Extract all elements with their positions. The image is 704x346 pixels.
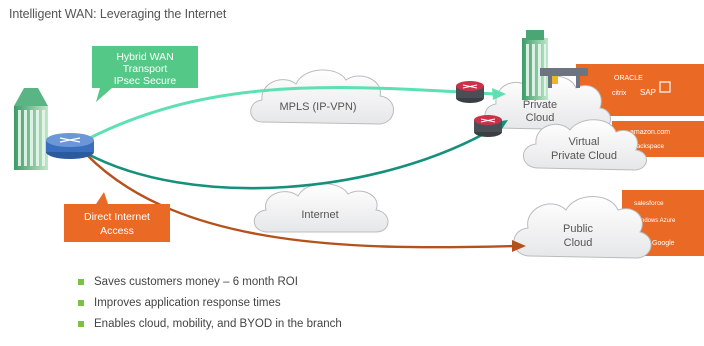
vendor-logo-amazon: amazon.com [630,129,670,136]
virtual-private-cloud-label-line1: Virtual [569,136,600,148]
vendor-logo-azure: Windows Azure [634,218,676,224]
virtual-cloud-router-icon [474,115,502,137]
public-cloud-label-line1: Public [563,223,593,235]
hybrid-wan-callout-line2: Transport [123,63,168,75]
vendor-logo-salesforce: salesforce [634,200,664,207]
virtual-private-cloud-label-line2: Private Cloud [551,150,617,162]
vendor-logo-sap: SAP [640,88,656,97]
vendor-logo-oracle: ORACLE [614,75,643,82]
private-cloud: Private Cloud [484,75,611,131]
windows-icon [659,81,671,93]
data-center-server-icon [540,68,588,88]
diagram-title: Intelligent WAN: Leveraging the Internet [9,7,227,21]
vendor-logo-rackspace: Rackspace [632,143,665,150]
public-cloud-label-line2: Cloud [564,237,593,249]
vendor-logo-citrix: citrix [612,90,627,97]
benefit-item: Saves customers money – 6 month ROI [78,272,342,293]
benefit-text: Improves application response times [94,297,281,309]
direct-internet-callout: Direct Internet Access [64,192,170,242]
mpls-cloud-label: MPLS (IP-VPN) [279,101,356,113]
benefit-text: Enables cloud, mobility, and BYOD in the… [94,318,342,330]
hybrid-wan-callout: Hybrid WAN Transport IPsec Secure [92,46,198,102]
private-cloud-label-line1: Private [523,99,557,111]
direct-internet-callout-line2: Access [100,225,134,237]
hybrid-wan-callout-line3: IPsec Secure [114,75,177,87]
internet-cloud-label: Internet [301,209,338,221]
direct-internet-callout-line1: Direct Internet [84,211,150,223]
data-center-building-icon [522,30,548,100]
benefit-text: Saves customers money – 6 month ROI [94,276,298,288]
direct-internet-line [85,153,517,249]
private-cloud-label-line2: Cloud [526,112,555,124]
benefit-item: Improves application response times [78,293,342,314]
virtual-private-cloud: Virtual Private Cloud [523,119,647,171]
public-cloud: Public Cloud [513,196,652,259]
benefits-list: Saves customers money – 6 month ROI Impr… [78,272,342,335]
bullet-marker [78,321,84,327]
branch-building-icon [14,88,48,170]
hybrid-wan-arrow [492,88,506,100]
direct-internet-arrow [512,240,526,252]
vendor-logo-google: Google [652,240,675,247]
hybrid-wan-line [81,86,461,144]
internet-cloud: Internet [253,183,389,233]
private-cloud-router-icon [456,81,484,103]
mpls-cloud: MPLS (IP-VPN) [250,69,394,125]
bullet-marker [78,279,84,285]
benefit-item: Enables cloud, mobility, and BYOD in the… [78,314,342,335]
hybrid-wan-callout-line1: Hybrid WAN [116,51,173,63]
internet-transport-line [83,124,499,190]
branch-router-icon [46,133,94,159]
bullet-marker [78,300,84,306]
